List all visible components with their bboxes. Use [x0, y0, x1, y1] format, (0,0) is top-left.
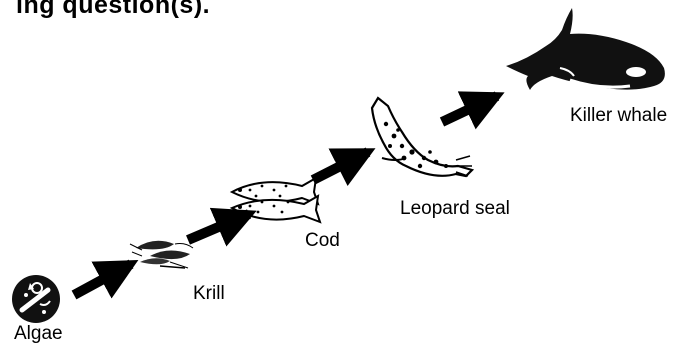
arrow-krill-to-cod [188, 214, 249, 240]
killer-whale-icon [506, 8, 665, 90]
algae-icon [12, 275, 60, 323]
arrow-cod-to-seal [313, 152, 368, 180]
krill-label: Krill [193, 283, 225, 305]
cod-label: Cod [305, 230, 340, 252]
arrow-seal-to-whale [442, 96, 497, 122]
algae-label: Algae [14, 323, 63, 345]
leopard-seal-label: Leopard seal [400, 198, 510, 220]
arrow-algae-to-krill [74, 264, 131, 295]
killer-whale-label: Killer whale [570, 105, 667, 127]
krill-icon [130, 241, 193, 268]
